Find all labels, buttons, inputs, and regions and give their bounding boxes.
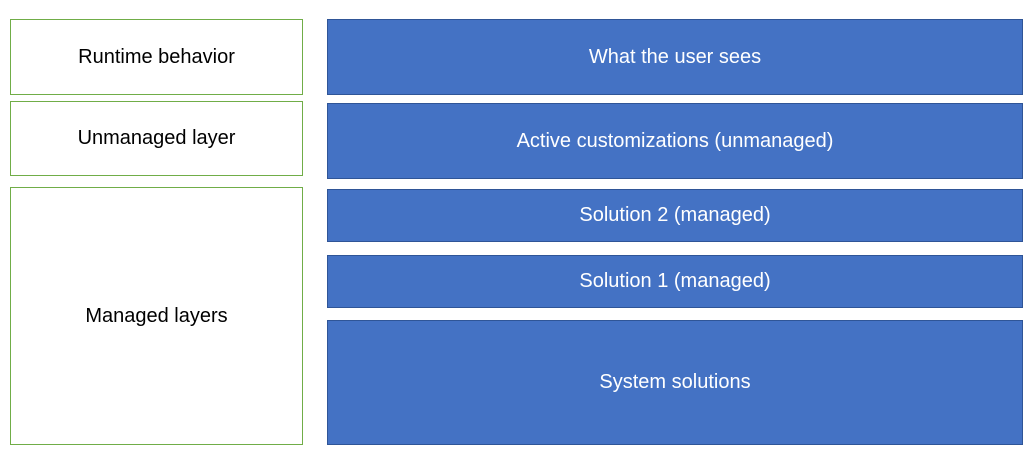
- layer-what-user-sees: What the user sees: [327, 19, 1023, 95]
- layer-system-solutions-text: System solutions: [599, 371, 751, 393]
- runtime-behavior-text: Runtime behavior: [78, 45, 235, 68]
- managed-layers-text: Managed layers: [85, 304, 228, 327]
- layer-system-solutions: System solutions: [327, 320, 1023, 445]
- layer-solution-1-text: Solution 1 (managed): [579, 270, 771, 292]
- layer-solution-2: Solution 2 (managed): [327, 189, 1023, 242]
- layer-active-customizations: Active customizations (unmanaged): [327, 103, 1023, 179]
- unmanaged-layer-text: Unmanaged layer: [77, 127, 236, 149]
- managed-layers-label: Managed layers: [10, 187, 303, 445]
- runtime-behavior-label: Runtime behavior: [10, 19, 303, 95]
- unmanaged-layer-label: Unmanaged layer: [10, 101, 303, 176]
- layer-active-customizations-text: Active customizations (unmanaged): [516, 129, 834, 152]
- layer-solution-2-text: Solution 2 (managed): [579, 204, 771, 226]
- layer-solution-1: Solution 1 (managed): [327, 255, 1023, 308]
- layer-what-user-sees-text: What the user sees: [588, 45, 762, 68]
